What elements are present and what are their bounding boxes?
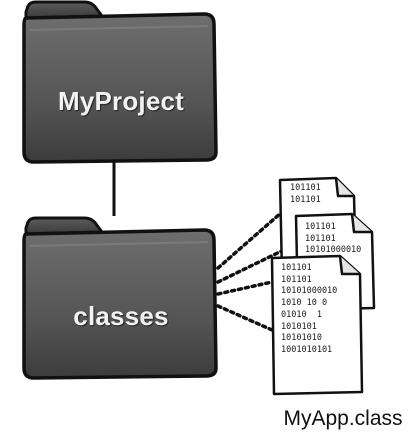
binary-line: 1001010101 (281, 344, 333, 355)
binary-line: 10101000010 (305, 245, 362, 256)
class-file-document-icon (270, 254, 364, 396)
binary-line: 101101 (305, 233, 336, 244)
binary-line: 101101 (305, 222, 336, 232)
binary-line: 101101 (281, 263, 312, 273)
binary-line: 101101 (281, 274, 312, 285)
classes-folder-label: classes (73, 301, 169, 331)
binary-line: 101101 (290, 194, 321, 205)
document-1-content: 101101 101101 (290, 183, 321, 206)
binary-line: 10101000010 (281, 286, 338, 297)
binary-line: 1010 10 0 (281, 298, 328, 309)
dotted-line-1 (216, 210, 284, 270)
binary-line: 01010 1 (281, 309, 322, 320)
project-folder-label: MyProject (57, 86, 185, 116)
binary-line: 10101010 (281, 333, 322, 344)
binary-line: 1010101 (281, 321, 317, 332)
document-3-content: 101101 101101 10101000010 1010 10 0 0101… (281, 263, 337, 357)
dotted-line-4 (216, 304, 274, 332)
classes-folder-icon (22, 216, 218, 380)
class-file-caption: MyApp.class (283, 407, 403, 430)
dotted-line-3 (216, 280, 274, 296)
binary-line: 101101 (290, 183, 321, 193)
document-2-content: 101101 101101 10101000010 (305, 222, 361, 257)
dotted-connectors (216, 210, 298, 332)
project-folder-icon (22, 0, 218, 164)
